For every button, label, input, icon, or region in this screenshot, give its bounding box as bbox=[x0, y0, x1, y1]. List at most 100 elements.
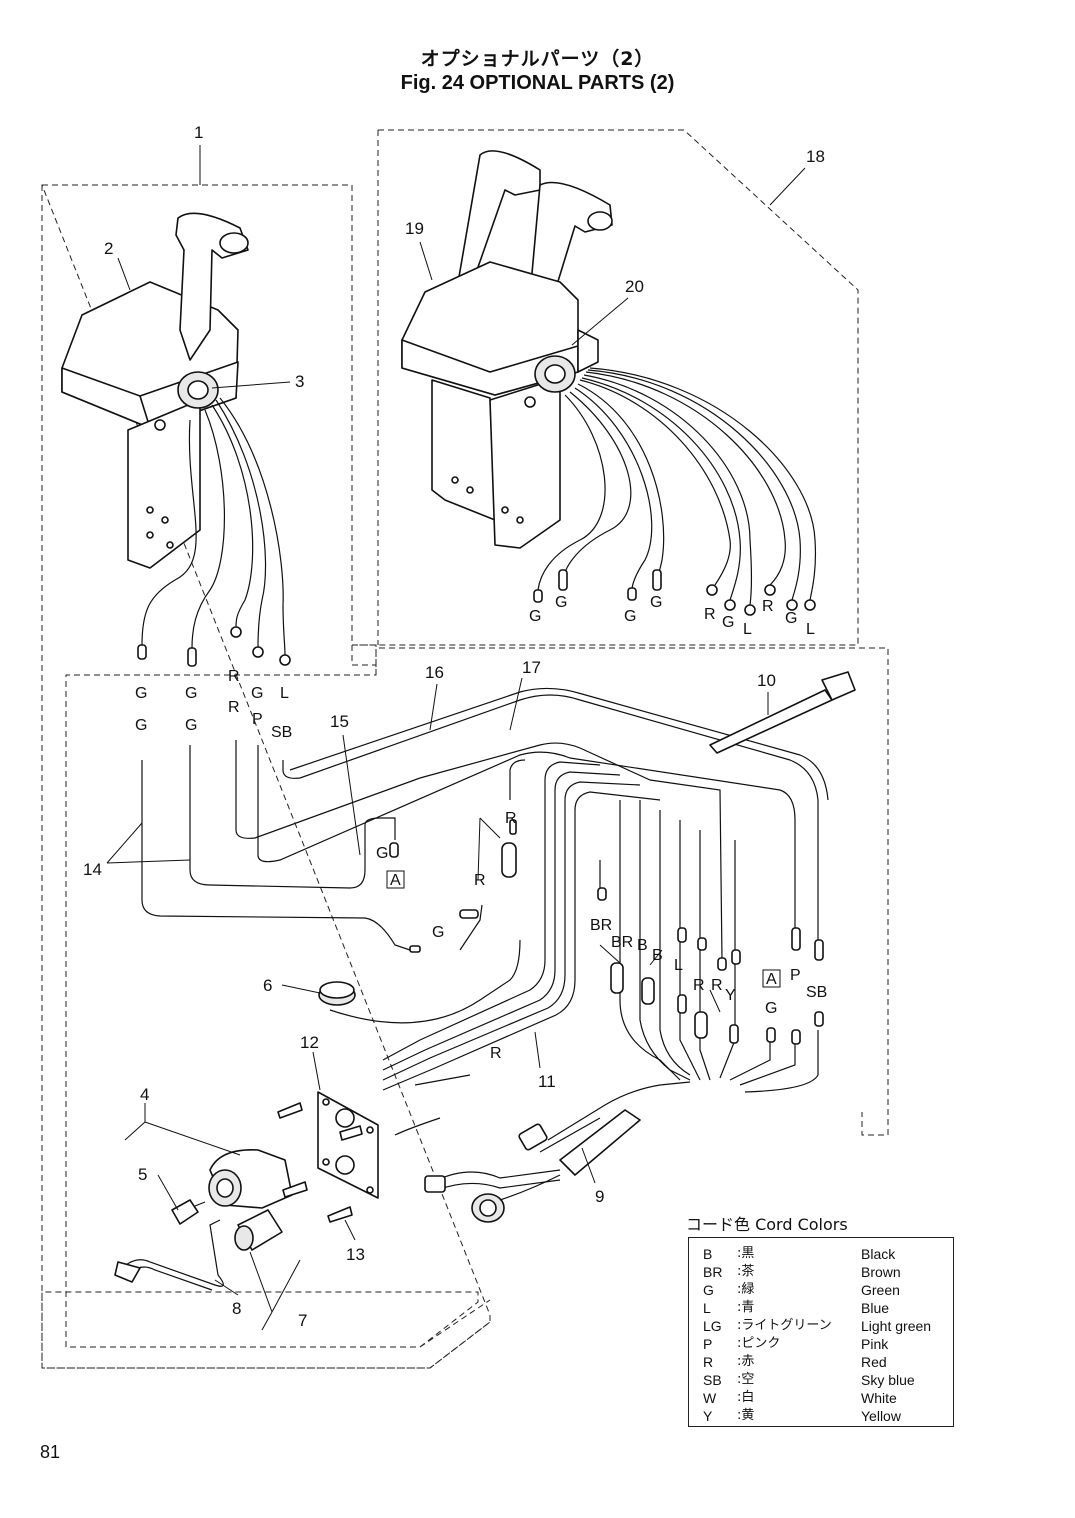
wire-label: L bbox=[674, 957, 683, 974]
main-switch bbox=[208, 1149, 293, 1209]
legend-code: B bbox=[703, 1246, 713, 1262]
legend-code: BR bbox=[703, 1264, 723, 1280]
callout-15: 15 bbox=[330, 712, 349, 731]
callout-11: 11 bbox=[538, 1072, 556, 1091]
wire-label: R bbox=[228, 699, 240, 716]
legend-english: Pink bbox=[861, 1336, 889, 1352]
legend-row: L :青 Blue bbox=[703, 1299, 953, 1317]
callout-5: 5 bbox=[138, 1165, 147, 1184]
callout-12: 12 bbox=[300, 1033, 319, 1052]
wire-label: P bbox=[252, 711, 263, 728]
wire-harness bbox=[141, 687, 829, 1093]
wire-label: G bbox=[529, 608, 541, 625]
wire-label: R bbox=[490, 1045, 502, 1062]
wire-label: G bbox=[135, 685, 147, 702]
single-lever-remote-control bbox=[61, 212, 249, 569]
wire-label: R bbox=[704, 606, 716, 623]
wire-label: G bbox=[135, 717, 147, 734]
legend-code: Y bbox=[703, 1408, 713, 1424]
group-boundary-18 bbox=[352, 129, 859, 646]
wire-label: BR bbox=[590, 917, 612, 934]
wire-label: G bbox=[722, 614, 734, 631]
dual-lever-remote-control bbox=[401, 150, 613, 549]
legend-japanese: :ライトグリーン bbox=[737, 1318, 832, 1333]
cable-tie bbox=[709, 671, 856, 754]
dual-lever-cables bbox=[533, 367, 817, 616]
callout-2: 2 bbox=[104, 239, 113, 258]
legend-japanese: :空 bbox=[737, 1372, 755, 1387]
wire-label: L bbox=[806, 621, 815, 638]
legend-row: W :白 White bbox=[703, 1389, 953, 1407]
connector-a-label: A bbox=[390, 872, 401, 889]
leader-lines bbox=[106, 145, 806, 1331]
cord-colors-legend: B :黒 Black BR :茶 Brown G :緑 Green L :青 B… bbox=[688, 1237, 954, 1427]
screws bbox=[277, 1102, 441, 1223]
wire-label: L bbox=[280, 685, 289, 702]
legend-japanese: :緑 bbox=[737, 1282, 755, 1297]
page-title-japanese: オプショナルパーツ（2） bbox=[420, 48, 655, 70]
wire-label: BR bbox=[611, 934, 633, 951]
callout-3: 3 bbox=[295, 372, 304, 391]
callout-14: 14 bbox=[83, 860, 102, 879]
wire-label: G bbox=[650, 594, 662, 611]
key bbox=[171, 1199, 206, 1225]
wire-label: G bbox=[624, 608, 636, 625]
wire-label: B bbox=[652, 947, 663, 964]
wire-label: G bbox=[785, 610, 797, 627]
page-title: Fig. 24 OPTIONAL PARTS (2) bbox=[400, 72, 675, 94]
wire-label: G bbox=[555, 594, 567, 611]
legend-code: R bbox=[703, 1354, 714, 1370]
legend-english: Green bbox=[861, 1282, 900, 1298]
legend-japanese: :白 bbox=[737, 1390, 755, 1405]
wire-label: R bbox=[228, 668, 240, 685]
callout-20: 20 bbox=[625, 277, 644, 296]
legend-japanese: :ピンク bbox=[737, 1336, 781, 1351]
legend-code: SB bbox=[703, 1372, 722, 1388]
callout-7: 7 bbox=[298, 1311, 307, 1330]
legend-row: B :黒 Black bbox=[703, 1245, 953, 1263]
wire-color-labels: G G G G R G L R G L G G R G L G G R P SB… bbox=[135, 594, 827, 1062]
legend-english: White bbox=[861, 1390, 897, 1406]
callout-19: 19 bbox=[405, 219, 424, 238]
wire-label: L bbox=[743, 621, 752, 638]
buzzer bbox=[318, 981, 356, 1006]
group-boundary-1 bbox=[41, 184, 491, 1369]
lanyard bbox=[114, 1219, 224, 1291]
wire-label: Y bbox=[725, 987, 736, 1004]
legend-english: Yellow bbox=[861, 1408, 901, 1424]
legend-english: Blue bbox=[861, 1300, 890, 1316]
legend-row: R :赤 Red bbox=[703, 1353, 953, 1371]
callout-8: 8 bbox=[232, 1299, 241, 1318]
wire-label: P bbox=[790, 967, 801, 984]
group-boundary-wiring bbox=[375, 647, 889, 1136]
wire-label: R bbox=[711, 977, 723, 994]
wire-label: G bbox=[432, 924, 444, 941]
wire-label: G bbox=[185, 717, 197, 734]
callout-6: 6 bbox=[263, 976, 272, 995]
callout-1: 1 bbox=[194, 123, 203, 142]
wire-label: R bbox=[762, 598, 774, 615]
legend-row: Y :黄 Yellow bbox=[703, 1407, 953, 1425]
callout-16: 16 bbox=[425, 663, 444, 682]
legend-japanese: :黒 bbox=[737, 1246, 755, 1261]
legend-japanese: :赤 bbox=[737, 1354, 755, 1369]
callout-18: 18 bbox=[806, 147, 825, 166]
wire-label: G bbox=[376, 845, 388, 862]
legend-code: LG bbox=[703, 1318, 722, 1334]
legend-code: P bbox=[703, 1336, 713, 1352]
stop-switch bbox=[234, 1209, 283, 1251]
wire-label: SB bbox=[271, 724, 292, 741]
legend-japanese: :茶 bbox=[737, 1264, 755, 1279]
switch-panel-plate bbox=[317, 1091, 379, 1199]
legend-code: L bbox=[703, 1300, 711, 1316]
legend-english: Red bbox=[861, 1354, 887, 1370]
wire-label: B bbox=[637, 937, 648, 954]
legend-row: BR :茶 Brown bbox=[703, 1263, 953, 1281]
legend-english: Brown bbox=[861, 1264, 901, 1280]
wire-label: SB bbox=[806, 984, 827, 1001]
legend-english: Black bbox=[861, 1246, 896, 1262]
legend-row: G :緑 Green bbox=[703, 1281, 953, 1299]
wire-label: G bbox=[185, 685, 197, 702]
callout-10: 10 bbox=[757, 671, 776, 690]
